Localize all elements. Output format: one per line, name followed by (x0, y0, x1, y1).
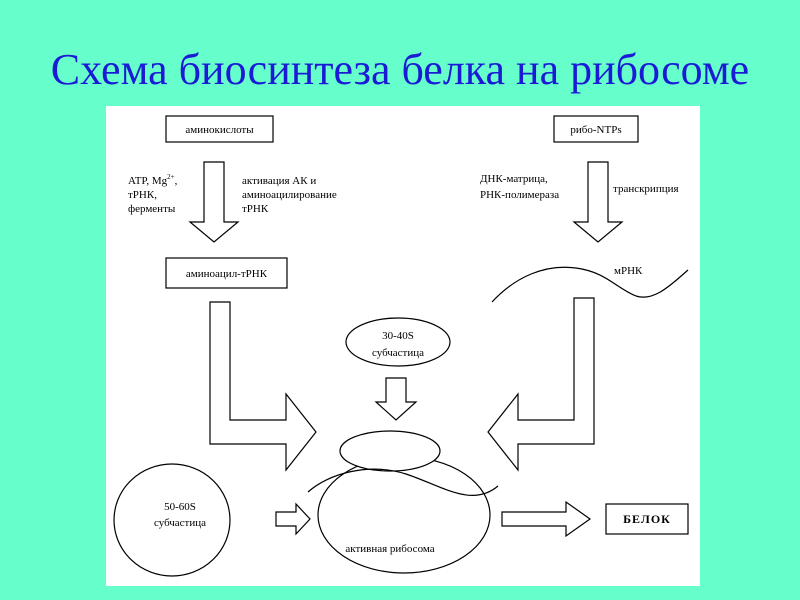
large-subunit-arrow (275, 502, 311, 536)
mrna-strand (491, 266, 689, 303)
cofactors-line-1: ATP, Mg2+, (128, 173, 178, 187)
activation-line-3: тРНК (242, 203, 269, 215)
protein-node: БЕЛОК (605, 503, 689, 535)
trna-delivery-arrow (209, 301, 317, 472)
amino-acids-node: аминокислоты (165, 115, 274, 143)
ribo-ntps-label: рибо-NTPs (570, 124, 621, 136)
aminoacyl-trna-label: аминоацил-тРНК (186, 268, 268, 280)
large-subunit-node: 50-60S субчастица (113, 463, 231, 577)
mrna-on-ribosome (307, 468, 499, 496)
amino-acids-label: аминокислоты (185, 124, 254, 136)
transcription-arrow (572, 161, 624, 243)
slide-title: Схема биосинтеза белка на рибосоме (50, 45, 750, 94)
mrna-label: мРНК (614, 265, 643, 277)
active-ribosome-small-subunit (339, 430, 441, 472)
aminoacyl-trna-node: аминоацил-тРНК (165, 257, 288, 289)
cofactors-line-3: ферменты (128, 203, 176, 215)
active-ribosome-body (317, 456, 491, 574)
cofactors-line-2: тРНК, (128, 189, 157, 201)
activation-line-2: аминоацилирование (242, 189, 337, 201)
large-subunit-label-2: субчастица (154, 517, 206, 529)
mrna-delivery-arrow (487, 297, 595, 472)
activation-arrow (188, 161, 240, 243)
active-ribosome-label: активная рибосома (345, 543, 434, 555)
protein-label: БЕЛОК (623, 512, 671, 526)
transcription-label: транскрипция (613, 183, 679, 195)
small-subunit-label-2: субчастица (372, 347, 424, 359)
protein-biosynthesis-diagram: аминокислоты ATP, Mg2+, тРНК, ферменты а… (106, 106, 700, 586)
activation-line-1: активация АК и (242, 175, 316, 187)
small-subunit-label-1: 30-40S (382, 330, 414, 342)
protein-output-arrow (501, 500, 592, 538)
ribo-ntps-node: рибо-NTPs (553, 115, 639, 143)
small-subunit-node: 30-40S субчастица (345, 317, 451, 367)
dna-template-line-1: ДНК-матрица, (480, 173, 548, 185)
large-subunit-label-1: 50-60S (164, 501, 196, 513)
small-subunit-arrow (374, 377, 418, 421)
dna-template-line-2: РНК-полимераза (480, 189, 559, 201)
